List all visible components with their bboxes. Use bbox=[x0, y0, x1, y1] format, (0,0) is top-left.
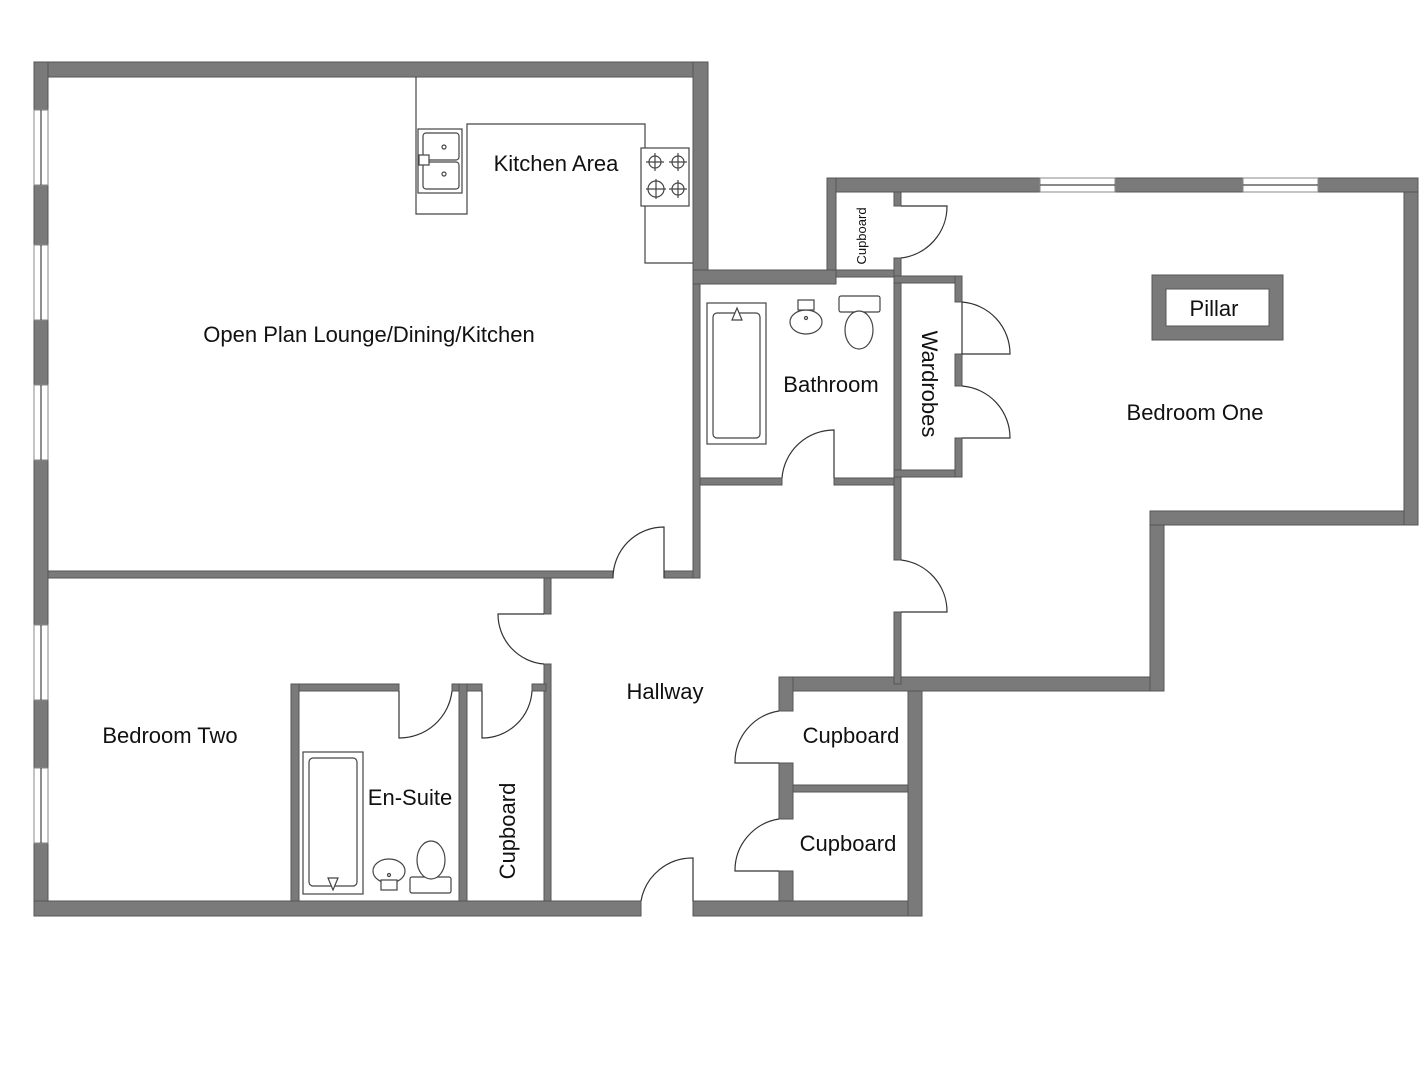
label-en-suite: En-Suite bbox=[368, 785, 452, 810]
label-pillar: Pillar bbox=[1190, 296, 1239, 321]
door-en-suite bbox=[398, 690, 453, 739]
ensuite-fixtures bbox=[302, 751, 452, 895]
wall-bathroom-bottom-a bbox=[699, 477, 783, 486]
wall-bathroom-top bbox=[692, 269, 837, 285]
doors bbox=[398, 205, 1011, 902]
bathroom-toilet bbox=[838, 295, 881, 313]
wall-bed1-right bbox=[1403, 177, 1419, 526]
wall-cupboard-right bbox=[907, 676, 923, 917]
wall-lounge-bottom bbox=[47, 570, 614, 579]
wall-bed1-step-vertical bbox=[1149, 510, 1165, 692]
room-labels: Open Plan Lounge/Dining/Kitchen Kitchen … bbox=[102, 151, 1263, 879]
label-hall-cupboard: Cupboard bbox=[495, 783, 520, 880]
wall-wardrobe-right-a bbox=[954, 275, 963, 303]
label-lounge: Open Plan Lounge/Dining/Kitchen bbox=[203, 322, 534, 347]
kitchen-fixtures bbox=[415, 77, 693, 264]
wall-wardrobe-right-c bbox=[954, 437, 963, 478]
wall-bathroom-bottom-b bbox=[833, 477, 895, 486]
interior-walls bbox=[47, 191, 963, 902]
wall-wardrobe-right-b bbox=[954, 353, 963, 387]
wall-bathroom-right bbox=[893, 257, 902, 561]
door-wardrobe-lower bbox=[961, 385, 1011, 439]
door-small-cupboard bbox=[900, 205, 948, 259]
bathroom-basin bbox=[789, 309, 823, 335]
wall-small-cupboard-left bbox=[826, 177, 837, 285]
door-bedroom-one bbox=[900, 559, 948, 613]
wall-top-left bbox=[33, 61, 709, 78]
pillar-block bbox=[1151, 274, 1284, 341]
label-bedroom-two: Bedroom Two bbox=[102, 723, 237, 748]
wall-hall-left-lower bbox=[543, 663, 552, 902]
door-lounge bbox=[612, 526, 665, 579]
exterior-walls bbox=[33, 61, 1419, 917]
label-cupboard-lower: Cupboard bbox=[800, 831, 897, 856]
door-bathroom bbox=[781, 429, 835, 479]
door-front bbox=[640, 857, 694, 902]
wall-bottom-right bbox=[692, 900, 923, 917]
wall-lounge-right bbox=[692, 61, 709, 285]
kitchen-counter bbox=[415, 77, 693, 264]
bathroom-fixtures bbox=[706, 295, 881, 445]
wall-cupboards-left-b bbox=[778, 762, 794, 820]
door-cupboard-lower bbox=[734, 818, 780, 872]
wall-bed1-top bbox=[826, 177, 1419, 193]
label-small-cupboard: Cupboard bbox=[854, 207, 869, 264]
wall-ensuite-top-a bbox=[290, 683, 400, 692]
wall-hall-left-upper bbox=[543, 577, 552, 615]
door-bedroom-two bbox=[497, 613, 545, 665]
wall-hall-bed1-lower bbox=[893, 611, 902, 685]
wall-wardrobe-bottom bbox=[893, 469, 963, 478]
door-hall-cupboard bbox=[481, 690, 533, 739]
wall-cupboard-top-b bbox=[531, 683, 547, 692]
door-cupboard-upper bbox=[734, 710, 780, 764]
label-cupboard-upper: Cupboard bbox=[803, 723, 900, 748]
label-hallway: Hallway bbox=[626, 679, 703, 704]
wall-cupboards-left-a bbox=[778, 676, 794, 712]
label-bedroom-one: Bedroom One bbox=[1127, 400, 1264, 425]
label-bathroom: Bathroom bbox=[783, 372, 878, 397]
wall-small-cupboard-bottom bbox=[835, 269, 895, 278]
wall-bottom-left bbox=[33, 900, 642, 917]
wall-cupboards-divider bbox=[792, 784, 909, 793]
wall-cupboard-top bbox=[778, 676, 1165, 692]
label-wardrobes: Wardrobes bbox=[917, 331, 942, 438]
door-wardrobe-upper bbox=[961, 301, 1011, 355]
wall-ensuite-left bbox=[290, 683, 300, 902]
wall-wardrobe-top bbox=[893, 275, 963, 284]
wall-bathroom-right-upper bbox=[893, 191, 902, 207]
wall-ensuite-right bbox=[458, 683, 468, 902]
windows bbox=[33, 109, 1319, 844]
wall-cupboards-left-c bbox=[778, 870, 794, 902]
label-kitchen: Kitchen Area bbox=[494, 151, 620, 176]
wall-bed1-step-horizontal bbox=[1149, 510, 1419, 526]
kitchen-hob bbox=[640, 147, 690, 207]
wall-bathroom-left bbox=[692, 283, 701, 579]
